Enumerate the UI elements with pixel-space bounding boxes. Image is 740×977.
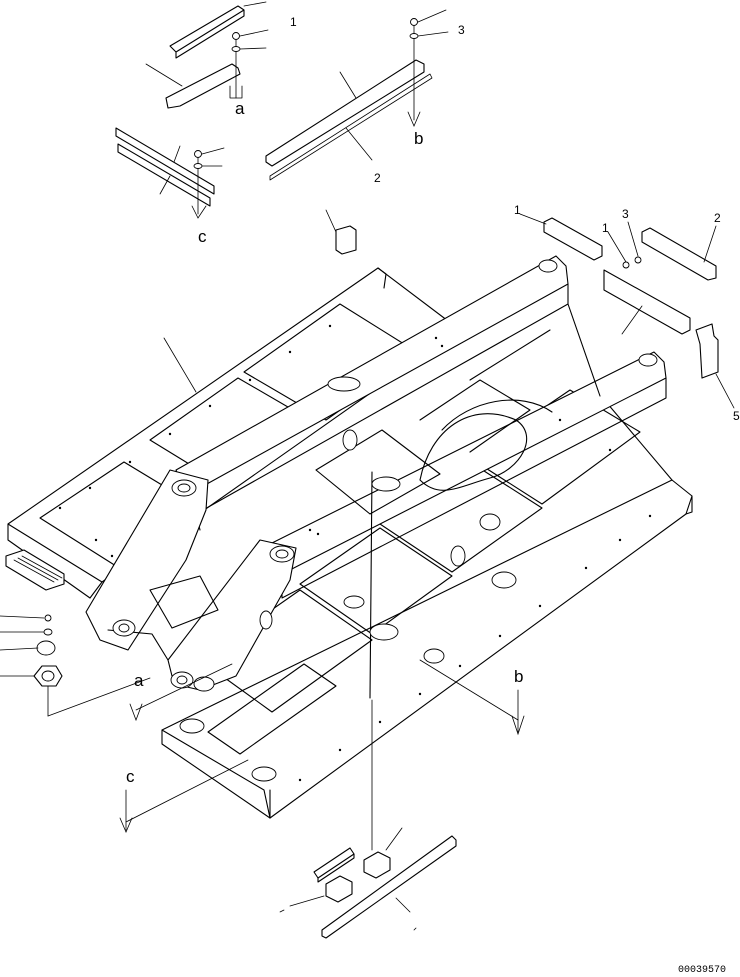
bolt-icon xyxy=(44,614,52,622)
view-leaders-bottom: a b c xyxy=(119,659,525,851)
detail-b: b 3 2 xyxy=(265,9,465,185)
step-plate xyxy=(5,549,65,591)
access-hole xyxy=(423,648,445,664)
cover-rail-c xyxy=(115,127,215,195)
access-hole xyxy=(479,513,501,531)
mounting-block xyxy=(335,225,357,255)
callout-1-a: 1 xyxy=(290,15,297,29)
access-hole xyxy=(327,376,361,392)
view-label-a-top: a xyxy=(235,99,245,118)
bolt-icon xyxy=(622,261,630,269)
access-hole xyxy=(450,545,466,567)
access-hole xyxy=(342,429,358,451)
bolt-icon xyxy=(410,18,418,121)
access-hole xyxy=(371,476,401,492)
access-hole xyxy=(343,595,365,609)
callout-1-b: 2 xyxy=(374,171,381,185)
pin-boss xyxy=(170,671,194,689)
callout-3-bolt: 3 xyxy=(622,207,629,221)
left-deck xyxy=(7,267,461,583)
callout-1-pad: 1 xyxy=(514,203,521,217)
rivets xyxy=(58,324,652,782)
washer-icon xyxy=(409,33,419,39)
view-label-a-bottom: a xyxy=(134,671,144,690)
view-label-b-bottom: b xyxy=(514,667,523,686)
side-pad-2 xyxy=(641,227,717,281)
left-hardware xyxy=(0,614,151,717)
callout-1-bolt: 1 xyxy=(602,221,609,235)
callout-5-block: 5 xyxy=(733,409,740,423)
pin-boss xyxy=(538,259,558,273)
bottom-parts xyxy=(279,827,457,939)
washer-icon xyxy=(193,163,203,169)
boom-foot-bracket xyxy=(85,469,209,651)
bolt-icon xyxy=(634,256,642,264)
drawing-code: 00039570 xyxy=(678,965,726,976)
view-label-b-top: b xyxy=(414,129,423,148)
access-hole xyxy=(179,718,205,734)
callout-3-b: 3 xyxy=(458,23,465,37)
detail-a: a 1 xyxy=(145,1,297,118)
view-label-c-top: c xyxy=(198,227,207,246)
seal-icon xyxy=(36,640,56,656)
cover-rail-b xyxy=(265,59,425,167)
view-label-c-bottom: c xyxy=(126,767,135,786)
boom-rail-lower xyxy=(261,351,667,577)
bottom-rail xyxy=(321,835,457,939)
pin-boss xyxy=(112,619,136,637)
side-block-5 xyxy=(695,323,719,379)
bottom-strip xyxy=(313,847,355,879)
detail-c: c xyxy=(115,127,225,246)
swing-circle-opening xyxy=(419,413,528,491)
pin-boss xyxy=(193,676,215,692)
cover-plate-a xyxy=(165,63,241,109)
washer-icon xyxy=(231,46,241,52)
bottom-block-2 xyxy=(325,875,353,903)
cover-strip-a xyxy=(169,5,245,59)
access-hole xyxy=(259,610,273,630)
access-hole xyxy=(491,571,517,589)
pin-boss xyxy=(171,479,197,497)
washer-icon xyxy=(43,628,53,636)
pin-boss xyxy=(638,353,658,367)
side-cover-1 xyxy=(603,269,691,335)
access-hole xyxy=(369,623,399,641)
access-hole xyxy=(251,766,277,782)
boom-foot-bracket-2 xyxy=(167,539,297,691)
callout-2-pad: 2 xyxy=(714,211,721,225)
right-parts: 1 3 1 2 5 xyxy=(514,203,740,423)
main-frame xyxy=(5,255,693,819)
cover-plate-c xyxy=(117,143,211,207)
pin-boss xyxy=(269,545,295,563)
bottom-block-1 xyxy=(363,851,391,879)
side-pad-1 xyxy=(543,217,603,261)
